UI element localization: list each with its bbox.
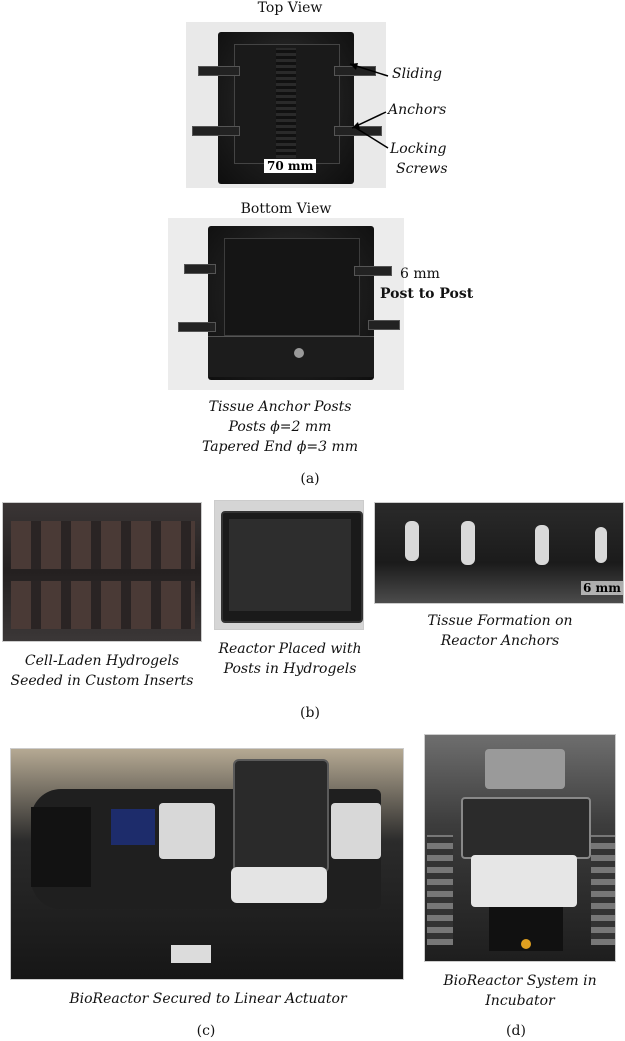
screws-label: Screws: [396, 161, 448, 177]
panel-c-caption: BioReactor Secured to Linear Actuator: [69, 991, 347, 1007]
panel-b-left-caption-2: Seeded in Custom Inserts: [10, 673, 194, 689]
panel-c-label: (c): [196, 1023, 216, 1039]
panel-d-label: (d): [506, 1023, 526, 1039]
panel-b-right-caption-1: Tissue Formation on: [427, 613, 573, 629]
panel-d-caption-2: Incubator: [485, 993, 555, 1009]
scale-label: 6 mm: [581, 581, 623, 595]
panel-b-mid-caption-2: Posts in Hydrogels: [223, 661, 357, 677]
panel-b-mid-caption-1: Reactor Placed with: [218, 641, 362, 657]
panel-a-caption-3: Tapered End ϕ=3 mm: [201, 439, 359, 455]
reactor-placed-photo: [214, 500, 364, 630]
post-distance-value: 6 mm: [400, 266, 440, 282]
panel-b-right-caption-2: Reactor Anchors: [440, 633, 560, 649]
width-measure: 70 mm: [264, 159, 317, 173]
post-distance-unit: mm: [413, 266, 440, 282]
panel-b-label: (b): [300, 705, 320, 721]
post-to-post-label: Post to Post: [380, 286, 474, 302]
post-distance-number: 6: [400, 266, 409, 282]
incubator-photo: [424, 734, 616, 962]
panel-d-caption-1: BioReactor System in: [443, 973, 597, 989]
panel-a-label: (a): [300, 471, 320, 487]
linear-actuator-photo: [10, 748, 404, 980]
top-view-photo: 70 mm: [186, 22, 386, 188]
hydrogels-photo: [2, 502, 202, 642]
locking-label: Locking: [390, 141, 447, 157]
tissue-formation-photo: 6 mm: [374, 502, 624, 604]
panel-a-caption-1: Tissue Anchor Posts: [208, 399, 352, 415]
bottom-view-photo: [168, 218, 404, 390]
anchors-label: Anchors: [388, 102, 447, 118]
panel-a-caption-2: Posts ϕ=2 mm: [228, 419, 332, 435]
bottom-view-label: Bottom View: [240, 201, 332, 217]
panel-b-left-caption-1: Cell-Laden Hydrogels: [24, 653, 180, 669]
top-view-label: Top View: [257, 0, 323, 16]
sliding-label: Sliding: [392, 66, 442, 82]
